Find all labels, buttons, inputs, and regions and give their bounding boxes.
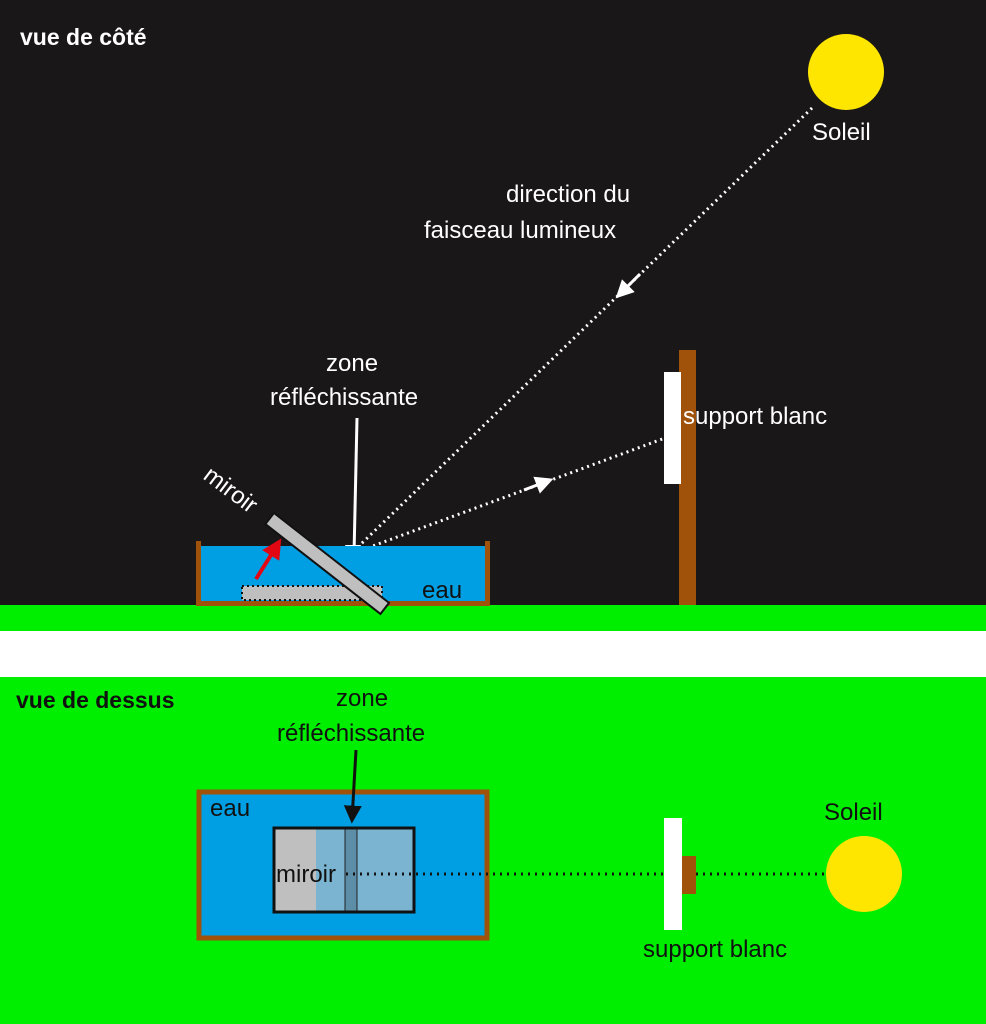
reflected-beam-arrow: [523, 476, 554, 494]
sun-side: [808, 34, 884, 110]
incident-beam: [358, 106, 814, 547]
screen-label-side: support blanc: [683, 403, 827, 430]
screen-label-top: support blanc: [643, 936, 787, 963]
mirror-rest-position: [241, 585, 383, 601]
zone-label-top-line2: réfléchissante: [277, 720, 425, 747]
incident-beam-arrow: [615, 272, 642, 299]
screen-post-top: [680, 856, 696, 894]
tray-wall-left: [196, 541, 201, 605]
zone-pointer-side: [352, 417, 359, 556]
ground-top: [0, 677, 986, 1024]
tray-wall-right: [485, 541, 490, 605]
top-view-title: vue de dessus: [16, 687, 175, 713]
mirror-label-top: miroir: [276, 861, 336, 888]
lift-arrow: [254, 538, 282, 581]
zone-label-side-line2: réfléchissante: [270, 384, 418, 411]
sun-label-side: Soleil: [812, 119, 871, 146]
side-view-title: vue de côté: [20, 24, 147, 50]
water-label-top: eau: [210, 795, 250, 822]
reflective-strip-top: [344, 827, 358, 913]
ground-side: [0, 605, 986, 631]
mirror-top-outline: [272, 826, 416, 914]
white-screen-side: [664, 372, 681, 484]
zone-label-side-line1: zone: [326, 350, 378, 377]
mirror-top-tinted: [316, 828, 414, 912]
water-label-side: eau: [422, 577, 462, 604]
sun-label-top: Soleil: [824, 799, 883, 826]
separator: [0, 631, 986, 677]
white-screen-top: [664, 818, 682, 930]
zone-label-top-line1: zone: [336, 685, 388, 712]
tray-floor: [196, 601, 490, 606]
mirror-side: [263, 511, 391, 616]
beam-label-line1: direction du: [506, 181, 630, 208]
screen-post-side: [679, 350, 696, 605]
zone-pointer-top: [343, 749, 362, 824]
beam-label-line2: faisceau lumineux: [424, 217, 616, 244]
sun-top: [826, 836, 902, 912]
mirror-top-gray: [274, 828, 316, 912]
